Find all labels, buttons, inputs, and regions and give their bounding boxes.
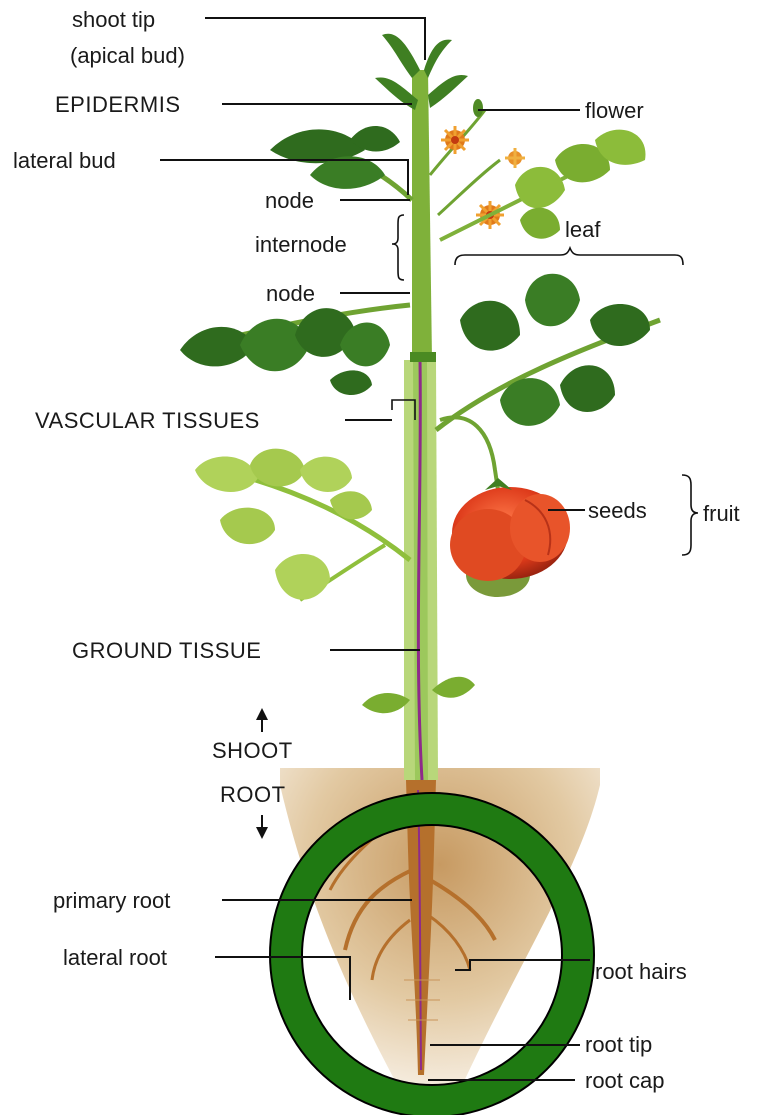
main-stem — [404, 70, 438, 780]
shoot-arrow — [256, 708, 268, 732]
label-root-tip: root tip — [585, 1032, 652, 1057]
middle-left-leaves — [180, 305, 410, 395]
brace-leaf — [455, 248, 683, 265]
label-fruit: fruit — [703, 501, 740, 526]
label-leaf: leaf — [565, 217, 601, 242]
tomato-fruit — [440, 417, 570, 597]
small-lower-leaf-right — [432, 677, 475, 698]
brace-fruit — [682, 475, 698, 555]
root-arrow — [256, 815, 268, 839]
label-root: ROOT — [220, 782, 286, 807]
label-ground-tissue: GROUND TISSUE — [72, 638, 261, 663]
label-lateral-bud: lateral bud — [13, 148, 116, 173]
label-flower: flower — [585, 98, 644, 123]
label-shoot-tip: shoot tip — [72, 7, 155, 32]
label-node-upper: node — [265, 188, 314, 213]
label-vascular-tissues: VASCULAR TISSUES — [35, 408, 260, 433]
small-lower-leaf-left — [362, 693, 410, 713]
flower-cluster — [430, 99, 525, 229]
label-apical-bud: (apical bud) — [70, 43, 185, 68]
label-primary-root: primary root — [53, 888, 170, 913]
middle-right-leaves — [436, 274, 660, 430]
lower-left-leaves — [195, 449, 410, 600]
label-node-lower: node — [266, 281, 315, 306]
label-epidermis: EPIDERMIS — [55, 92, 181, 117]
label-lateral-root: lateral root — [63, 945, 167, 970]
label-internode: internode — [255, 232, 347, 257]
brace-internode — [392, 215, 404, 280]
label-shoot: SHOOT — [212, 738, 293, 763]
label-root-cap: root cap — [585, 1068, 665, 1093]
label-seeds: seeds — [588, 498, 647, 523]
label-root-hairs: root hairs — [595, 959, 687, 984]
